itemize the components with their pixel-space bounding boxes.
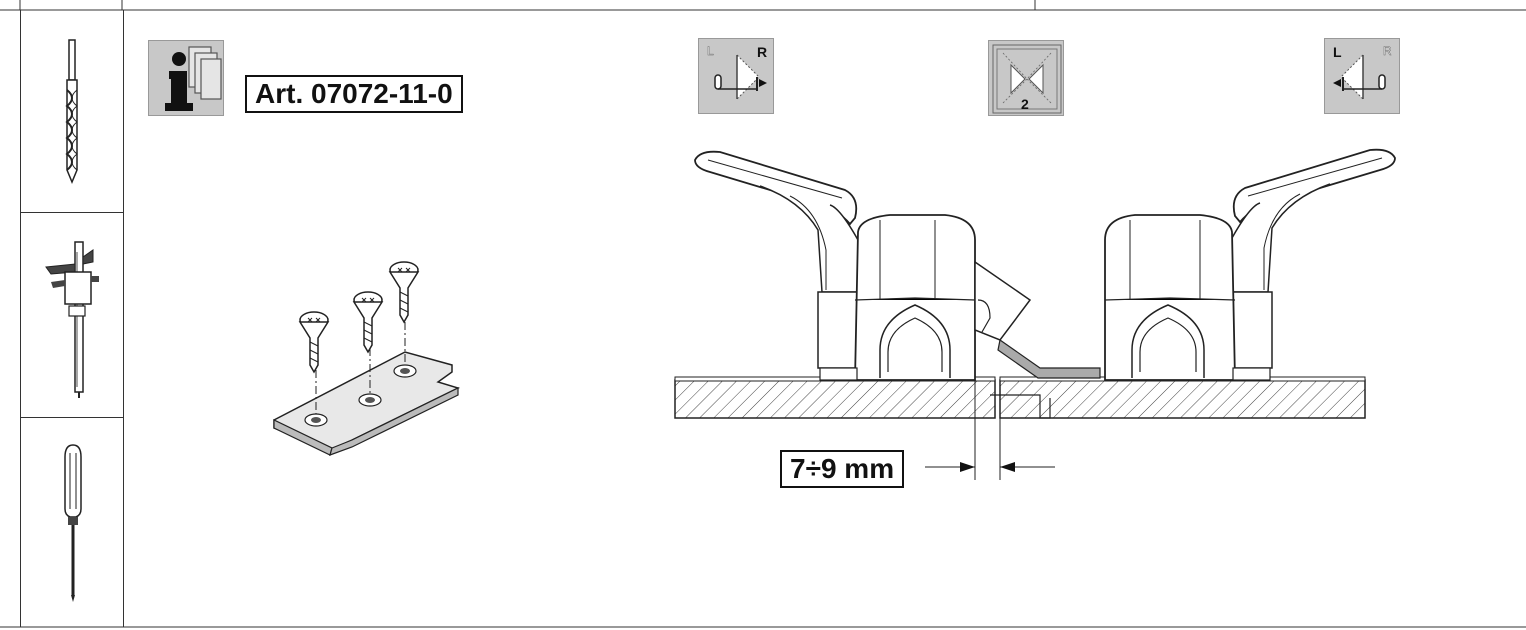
tool-cell-screwdriver (21, 417, 123, 627)
article-number: Art. 07072-11-0 (245, 75, 463, 113)
tool-cell-drill (21, 10, 123, 213)
left-handle (694, 150, 976, 381)
screwdriver-icon (64, 444, 82, 602)
door-panels (674, 376, 1366, 419)
right-hand-door-icon: L R (698, 38, 774, 114)
svg-text:L: L (707, 44, 714, 58)
drill-bit-icon (65, 39, 78, 184)
latch (974, 260, 1101, 379)
double-door-icon: 2 (988, 40, 1064, 116)
screw-1 (298, 311, 330, 414)
svg-text:R: R (757, 44, 767, 60)
left-hand-door-icon: L R (1324, 38, 1400, 114)
gap-dimension (925, 380, 1055, 480)
caliper-icon (45, 241, 99, 398)
tools-column (20, 10, 124, 627)
gap-dimension-label: 7÷9 mm (780, 450, 905, 488)
right-handle (1104, 148, 1396, 381)
screw-2 (352, 291, 384, 394)
mounting-plate (273, 351, 461, 456)
screw-3 (388, 261, 420, 365)
info-manual-icon (148, 40, 224, 116)
svg-text:2: 2 (1021, 96, 1029, 112)
svg-text:R: R (1383, 44, 1392, 58)
tool-cell-caliper (21, 212, 123, 418)
svg-text:L: L (1333, 44, 1342, 60)
